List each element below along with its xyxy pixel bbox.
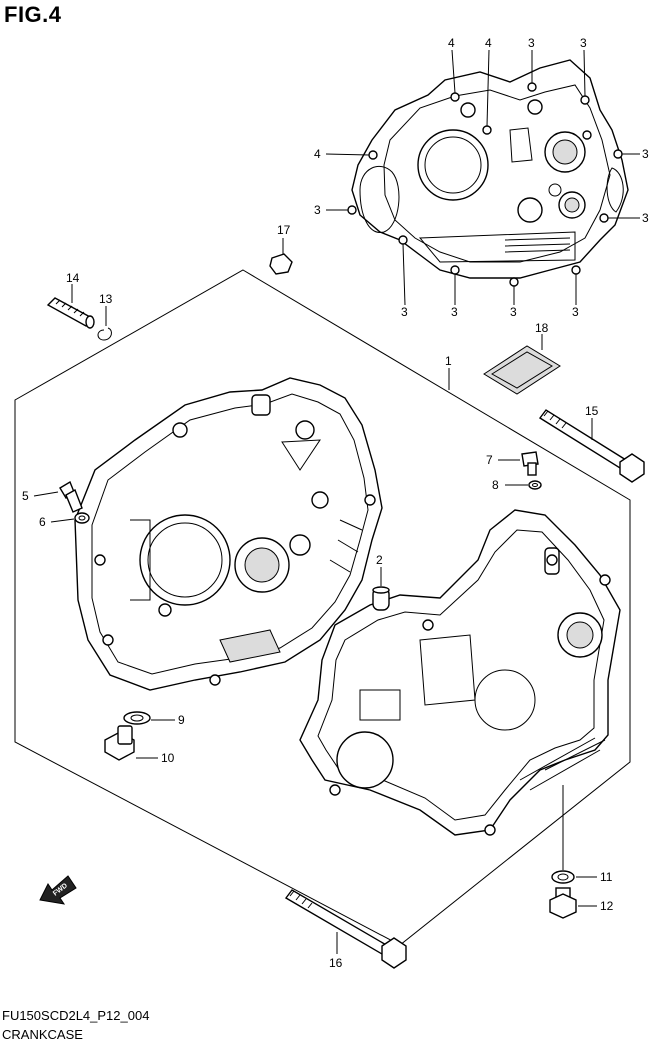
washer-9 xyxy=(123,711,151,725)
callout-3: 3 xyxy=(314,203,321,217)
dowel-pin xyxy=(372,586,390,611)
drawing-name: CRANKCASE xyxy=(2,1027,83,1042)
bolt-7 xyxy=(521,451,539,476)
callout-3: 3 xyxy=(401,305,408,319)
callout-13: 13 xyxy=(99,292,113,306)
callout-3: 3 xyxy=(451,305,458,319)
crankcase-left-half xyxy=(74,377,383,691)
cap-17 xyxy=(269,253,293,275)
callout-8: 8 xyxy=(492,478,499,492)
long-bolt-16 xyxy=(284,889,407,969)
stud-bolt-14 xyxy=(46,297,95,329)
callout-2: 2 xyxy=(376,553,383,567)
callout-9: 9 xyxy=(178,713,185,727)
callout-14: 14 xyxy=(66,271,80,285)
callout-18: 18 xyxy=(535,321,549,335)
callout-1: 1 xyxy=(445,354,452,368)
callout-3: 3 xyxy=(642,147,649,161)
fwd-arrow-icon: FWD xyxy=(39,875,77,905)
label-plate-18 xyxy=(483,345,561,395)
callout-4: 4 xyxy=(485,36,492,50)
callout-4: 4 xyxy=(314,147,321,161)
callout-6: 6 xyxy=(39,515,46,529)
callout-4: 4 xyxy=(448,36,455,50)
circlip-13 xyxy=(97,327,112,341)
callout-15: 15 xyxy=(585,404,599,418)
plug-12 xyxy=(549,887,577,919)
callout-3: 3 xyxy=(572,305,579,319)
crankcase-right-half xyxy=(299,509,621,836)
bolt-5 xyxy=(59,480,83,513)
callout-3: 3 xyxy=(510,305,517,319)
callout-16: 16 xyxy=(329,956,343,970)
callout-11: 11 xyxy=(600,870,613,884)
callout-7: 7 xyxy=(486,453,493,467)
washer-8 xyxy=(528,480,542,490)
callout-3: 3 xyxy=(528,36,535,50)
callout-3: 3 xyxy=(642,211,649,225)
reference-bolt-holes xyxy=(347,82,623,287)
drain-plug-10 xyxy=(104,725,135,761)
washer-11 xyxy=(551,870,575,884)
callout-17: 17 xyxy=(277,223,291,237)
long-bolt-15 xyxy=(538,409,645,483)
callout-10: 10 xyxy=(161,751,175,765)
drawing-code: FU150SCD2L4_P12_004 xyxy=(2,1008,150,1023)
washer-6 xyxy=(74,512,90,524)
callout-12: 12 xyxy=(600,899,614,913)
figure-title: FIG.4 xyxy=(4,2,62,27)
callout-5: 5 xyxy=(22,489,29,503)
crankcase-bolt-reference-view xyxy=(325,49,640,306)
callout-3: 3 xyxy=(580,36,587,50)
